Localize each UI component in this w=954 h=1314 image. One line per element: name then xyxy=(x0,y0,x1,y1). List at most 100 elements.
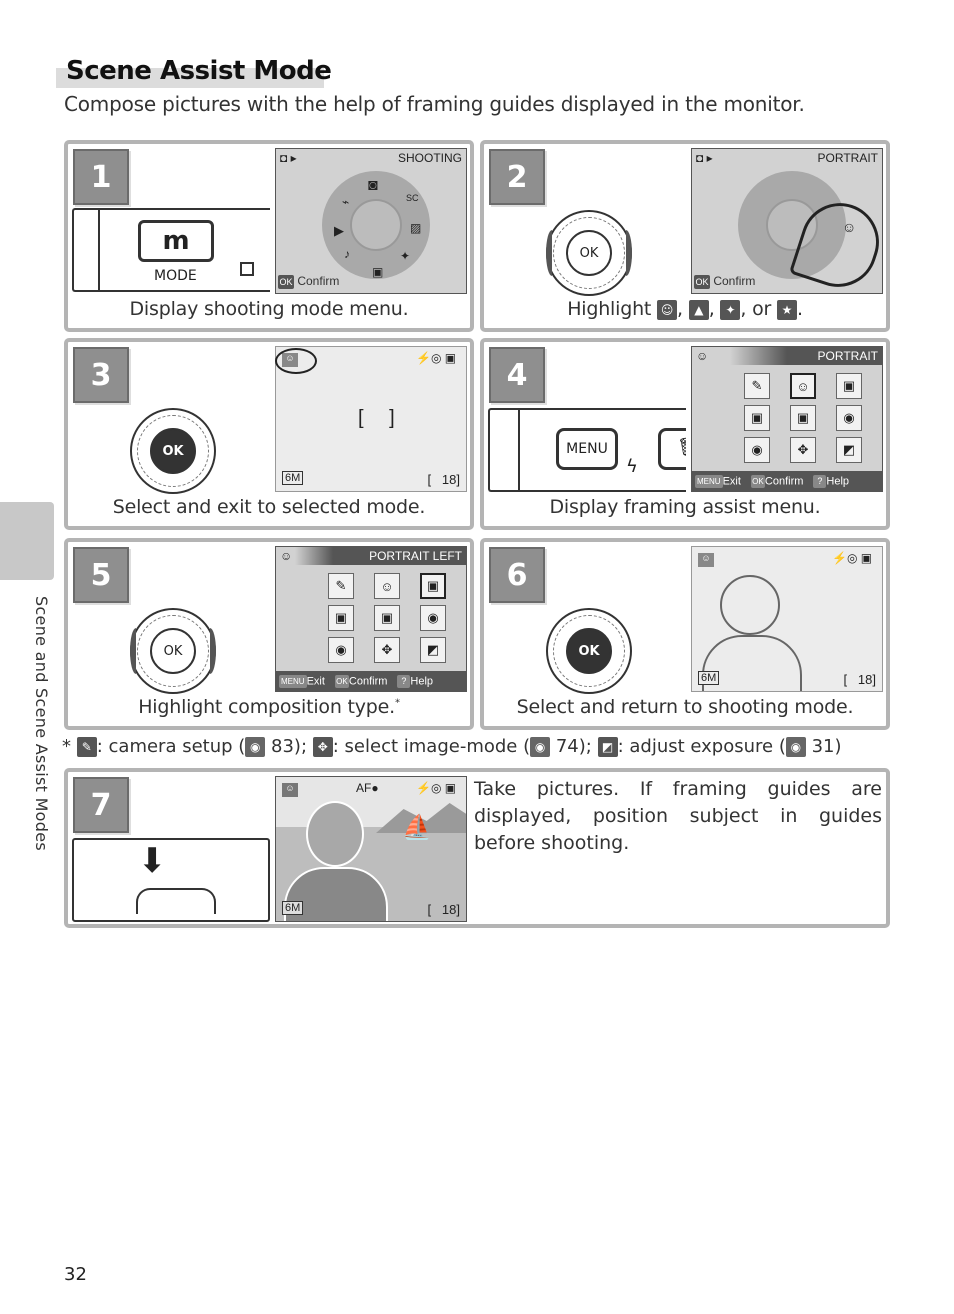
flash-icon: ⚡◎ ▣ xyxy=(416,351,457,365)
page-title: Scene Assist Mode xyxy=(66,56,332,86)
exposure-icon: ◩ xyxy=(836,437,862,463)
mode-button-label: MODE xyxy=(154,268,197,284)
side-section-label: Scene and Scene Assist Modes xyxy=(32,596,51,852)
portrait-icon: ☺ xyxy=(280,549,293,563)
portrait-menu-screen: PORTRAIT ◘ ▸ ☺ OK Confirm xyxy=(691,148,883,294)
sailboat-icon: ⛵ xyxy=(402,814,432,841)
portrait-center-icon: ▣ xyxy=(374,605,400,631)
reference-icon: ◉ xyxy=(785,737,806,757)
image-mode-icon: ✥ xyxy=(790,437,816,463)
sports-icon: ✦ xyxy=(720,299,741,320)
step-caption: Select and exit to selected mode. xyxy=(112,496,426,518)
portrait-icon: ☺ xyxy=(790,373,816,399)
image-mode-icon: ✥ xyxy=(374,637,400,663)
wireless-icon: ⌁ xyxy=(342,195,350,209)
portrait-right-icon: ▣ xyxy=(836,373,862,399)
step-number: 1 xyxy=(73,149,129,205)
portrait-scene-icon: ▣ xyxy=(372,265,384,279)
image-size-label: 6M xyxy=(698,671,720,685)
camera-body-illustration: m MODE xyxy=(72,208,270,292)
landscape-icon: ▲ xyxy=(688,299,709,320)
step-4-panel: 4 MENU 🗑 ϟ PORTRAIT ☺ ✎☺▣ ▣▣◉ ◉✥◩ MENUEx… xyxy=(480,338,890,530)
mode-button-icon: m xyxy=(138,220,214,262)
af-indicator: AF● xyxy=(356,781,379,795)
image-mode-icon: ✥ xyxy=(312,737,333,757)
portrait-left-icon: ▣ xyxy=(744,405,770,431)
side-tab xyxy=(0,502,54,580)
focus-brackets: [ ] xyxy=(358,407,405,429)
flash-icon: ⚡◎ ▣ xyxy=(832,551,873,565)
portrait-icon: ☺ xyxy=(374,573,400,599)
multi-selector-dial: OK xyxy=(546,608,632,694)
framing-options-grid: ✎ ☺ ▣ ▣ ▣ ◉ ◉ ✥ ◩ xyxy=(328,573,446,663)
step-1-panel: 1 m MODE SHOOTING ◘ ▸ ◙ ⌁ ▶ ♪ ▣ ✦ ▨ SC O… xyxy=(64,140,474,332)
step-6-panel: 6 OK ☺ ⚡◎ ▣ 6M [ 18] Select and return t… xyxy=(480,538,890,730)
wrench-icon: ✎ xyxy=(328,573,354,599)
step-7-text: Take pictures. If framing guides are dis… xyxy=(474,778,882,854)
flash-icon: ϟ xyxy=(626,456,638,477)
framing-options-grid: ✎☺▣ ▣▣◉ ◉✥◩ xyxy=(744,373,862,463)
multi-selector-dial: OK xyxy=(546,210,632,296)
step-caption: Highlight composition type.* xyxy=(138,696,400,718)
framing-guide-head xyxy=(720,575,780,635)
multi-selector-dial: OK xyxy=(130,408,216,494)
portrait-icon: ☺ xyxy=(657,299,678,320)
exposure-icon: ◩ xyxy=(597,737,618,757)
step-number: 3 xyxy=(73,347,129,403)
exposure-icon: ◩ xyxy=(420,637,446,663)
screen-header: PORTRAIT xyxy=(817,349,878,363)
camera-icon: ◘ ▸ xyxy=(280,151,297,165)
wrench-icon: ✎ xyxy=(744,373,770,399)
portrait-mode-icon: ☺ xyxy=(698,553,714,567)
title-underline xyxy=(56,68,324,88)
movie-icon: ▶ xyxy=(334,223,344,238)
scene-icon: SC xyxy=(406,193,419,203)
landscape-icon: ▨ xyxy=(410,221,422,235)
reference-icon: ◉ xyxy=(245,737,266,757)
camera-icon: ◘ ▸ xyxy=(696,151,713,165)
rotate-arrow-icon xyxy=(546,230,558,276)
portrait-icon: ☺ xyxy=(842,219,857,235)
wrench-icon: ✎ xyxy=(76,737,97,757)
auto-mode-icon: ◙ xyxy=(368,177,378,194)
step-number: 5 xyxy=(73,547,129,603)
multi-selector-dial: OK xyxy=(130,608,216,694)
mode-icon-highlight xyxy=(275,348,317,374)
rotate-arrow-icon xyxy=(130,628,142,674)
portrait-pair-icon: ◉ xyxy=(836,405,862,431)
reference-icon: ◉ xyxy=(530,737,551,757)
portrait-two-icon: ◉ xyxy=(328,637,354,663)
page-subtitle: Compose pictures with the help of framin… xyxy=(64,92,805,116)
portrait-right-icon: ▣ xyxy=(420,573,446,599)
screen-footer: OK Confirm xyxy=(278,274,340,289)
step-caption: Select and return to shooting mode. xyxy=(516,696,854,718)
step-caption: Highlight ☺, ▲, ✦, or ★. xyxy=(567,298,803,320)
camera-body-illustration: MENU 🗑 ϟ xyxy=(488,408,686,492)
portrait-icon: ☺ xyxy=(696,349,709,363)
step-3-panel: 3 OK ☺ ⚡◎ ▣ [ ] 6M [ 18] Select and exit… xyxy=(64,338,474,530)
menu-button: MENU xyxy=(556,428,618,470)
step-caption: Display framing assist menu. xyxy=(549,496,821,518)
voice-icon: ♪ xyxy=(344,247,350,261)
portrait-two-icon: ◉ xyxy=(744,437,770,463)
rotate-arrow-icon xyxy=(204,628,216,674)
shutter-press-illustration: ⬇ xyxy=(72,838,270,922)
step-number: 2 xyxy=(489,149,545,205)
screen-header: SHOOTING xyxy=(397,151,462,165)
frames-remaining: [ 18] xyxy=(427,902,460,917)
night-portrait-icon: ★ xyxy=(776,299,797,320)
live-view-screen: ⛵ ☺ AF● ⚡◎ ▣ 6M [ 18] xyxy=(275,776,467,922)
frames-remaining: [ 18] xyxy=(843,672,876,687)
subject-face xyxy=(306,801,364,867)
shooting-menu-screen: SHOOTING ◘ ▸ ◙ ⌁ ▶ ♪ ▣ ✦ ▨ SC OK Confirm xyxy=(275,148,467,294)
step-number: 7 xyxy=(73,777,129,833)
portrait-left-icon: ▣ xyxy=(328,605,354,631)
portrait-pair-icon: ◉ xyxy=(420,605,446,631)
sports-icon: ✦ xyxy=(400,249,411,263)
finger-icon xyxy=(136,888,216,914)
